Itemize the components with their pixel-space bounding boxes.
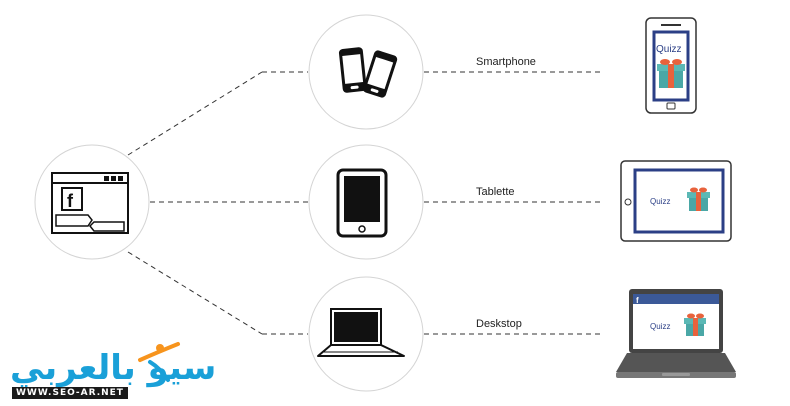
facebook-app-window-icon: f bbox=[34, 144, 150, 260]
tablet-quiz-label: Quizz bbox=[650, 197, 671, 206]
laptop-quiz-label: Quizz bbox=[650, 322, 671, 331]
gift-icon bbox=[687, 187, 710, 211]
logo-url: WWW.SEO-AR.NET bbox=[12, 387, 128, 399]
svg-text:f: f bbox=[67, 191, 74, 211]
tablet-icon bbox=[308, 144, 424, 260]
phone-quiz-label: Quizz bbox=[656, 44, 682, 55]
tablet-label: Tablette bbox=[476, 186, 515, 198]
gift-icon bbox=[657, 59, 685, 88]
gift-icon bbox=[684, 313, 706, 336]
laptop-device: f bbox=[616, 289, 736, 378]
desktop-label: Deskstop bbox=[476, 318, 522, 330]
facebook-logo-icon: f bbox=[636, 296, 639, 305]
laptop-icon bbox=[308, 276, 424, 392]
smartphone-label: Smartphone bbox=[476, 56, 536, 68]
logo-text: سيو بالعربي bbox=[10, 348, 217, 388]
tablet-device bbox=[620, 160, 732, 242]
connector-app-to-smartphone-diagonal bbox=[127, 71, 263, 156]
connector-app-to-desktop-diagonal bbox=[127, 251, 263, 335]
logo-figure-icon bbox=[138, 342, 180, 382]
smartphones-icon bbox=[308, 14, 424, 130]
